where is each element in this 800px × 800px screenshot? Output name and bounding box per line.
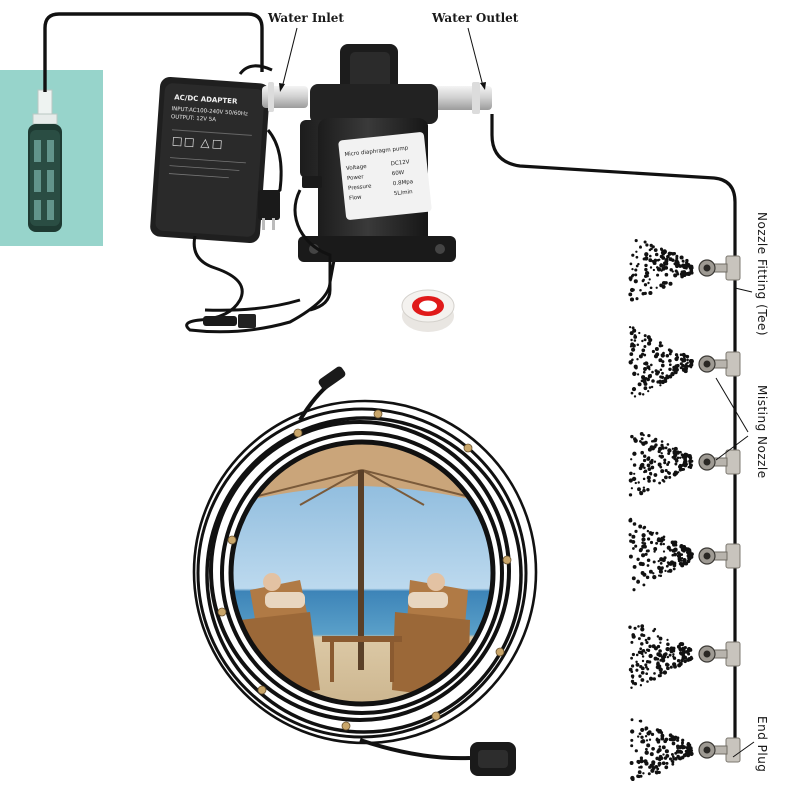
misting-hose-coil-icon bbox=[192, 366, 538, 776]
pump-voltage-key: Voltage bbox=[346, 164, 368, 172]
pump-voltage-val: DC12V bbox=[390, 159, 410, 167]
patio-photo bbox=[231, 442, 493, 704]
nozzle-fitting-tee bbox=[725, 737, 741, 763]
pump-icon: Micro diaphragm pump Voltage DC12V Power… bbox=[262, 44, 492, 312]
nozzle-fitting-tee bbox=[725, 641, 741, 667]
pump-flow-key: Flow bbox=[349, 195, 363, 202]
nozzle-line bbox=[628, 239, 741, 782]
misting-nozzle-leader-2 bbox=[715, 435, 749, 461]
mist-spray-icon bbox=[628, 432, 694, 497]
nozzle-orifice bbox=[703, 746, 711, 754]
filter-panel bbox=[0, 70, 103, 246]
water-inlet-label: Water Inlet bbox=[267, 11, 344, 25]
ptfe-tape-icon bbox=[401, 289, 455, 332]
adapter-input-text: INPUT:AC100-240V 50/60Hz bbox=[171, 106, 248, 117]
inlet-tube bbox=[43, 12, 264, 92]
pump-power-key: Power bbox=[347, 174, 365, 182]
water-outlet-label: Water Outlet bbox=[431, 11, 519, 25]
mist-spray-icon bbox=[628, 624, 694, 689]
nozzle-orifice bbox=[703, 458, 711, 466]
mist-spray-icon bbox=[629, 718, 694, 782]
end-plug-label: End Plug bbox=[755, 716, 769, 772]
end-plug-leader bbox=[732, 741, 755, 758]
pump-pressure-val: 0.8Mpa bbox=[393, 179, 414, 187]
misting-nozzle-leader-1 bbox=[715, 377, 749, 433]
adapter-output-text: OUTPUT: 12V 5A bbox=[171, 114, 217, 123]
water-inlet-leader bbox=[281, 27, 298, 89]
mist-spray-icon bbox=[628, 239, 694, 302]
water-outlet-leader bbox=[467, 27, 484, 87]
pump-flow-val: 5L/min bbox=[394, 189, 414, 197]
power-adapter-icon: AC/DC ADAPTER INPUT:AC100-240V 50/60Hz O… bbox=[150, 64, 337, 334]
nozzle-fitting-tee bbox=[725, 255, 741, 281]
nozzle-orifice bbox=[703, 650, 711, 658]
coil-nozzles bbox=[217, 409, 512, 731]
pump-pressure-key: Pressure bbox=[348, 183, 373, 191]
nozzle-fitting-tee bbox=[725, 543, 741, 569]
nozzle-fitting-leader bbox=[734, 287, 753, 293]
misting-nozzle-label: Misting Nozzle bbox=[755, 385, 769, 479]
nozzle-fitting-tee bbox=[725, 351, 741, 377]
mist-spray-icon bbox=[628, 325, 694, 398]
nozzle-fitting-tee bbox=[725, 449, 741, 475]
nozzle-orifice bbox=[703, 360, 711, 368]
outlet-tube bbox=[490, 114, 737, 760]
nozzle-fitting-label: Nozzle Fitting (Tee) bbox=[755, 212, 769, 336]
nozzle-orifice bbox=[703, 264, 711, 272]
filter-icon bbox=[28, 89, 62, 232]
nozzle-orifice bbox=[703, 552, 711, 560]
pump-power-val: 60W bbox=[392, 170, 406, 177]
mist-spray-icon bbox=[628, 517, 694, 592]
